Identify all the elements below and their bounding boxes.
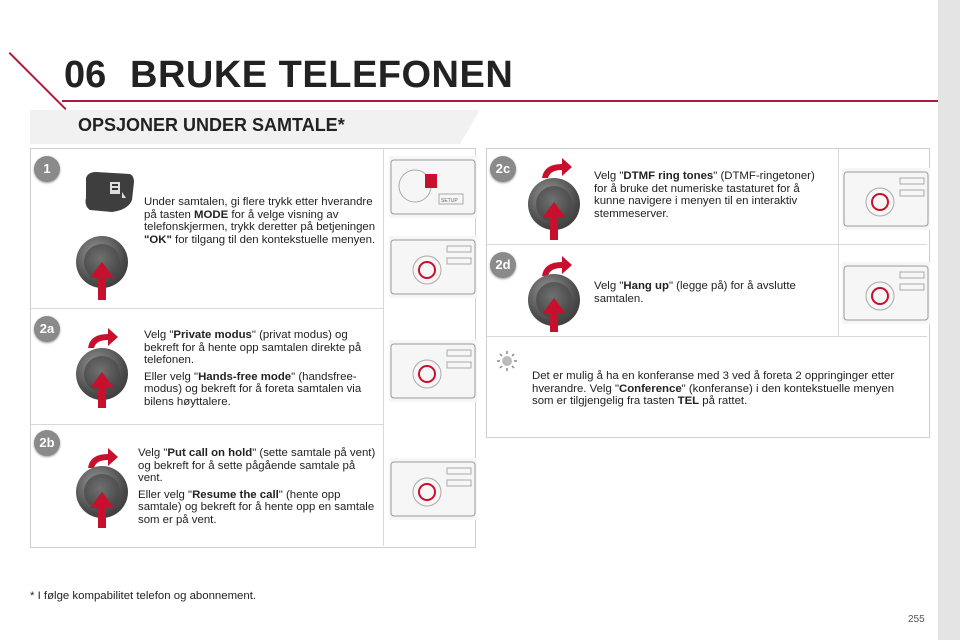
step-2a-text: Velg "Private modus" (privat modus) og b… xyxy=(144,329,362,408)
dashboard-knob-panel-image xyxy=(389,458,477,520)
conference-tip-text: Det er mulig å ha en konferanse med 3 ve… xyxy=(532,370,895,408)
subtitle-bar xyxy=(30,110,480,144)
dashboard-knob-panel-image xyxy=(389,236,477,298)
row-divider xyxy=(31,424,383,425)
step-badge-1: 1 xyxy=(34,156,60,182)
dashboard-knob-panel-image xyxy=(842,262,930,324)
step-2c-text: Velg "DTMF ring tones" (DTMF-ringetoner)… xyxy=(594,170,815,220)
page-number: 255 xyxy=(908,614,925,625)
step-2b-text: Velg "Put call on hold" (sette samtale p… xyxy=(138,447,376,526)
step-badge-2d: 2d xyxy=(490,252,516,278)
chapter-number: 06 xyxy=(64,54,107,96)
press-arrow-icon xyxy=(542,298,566,332)
rotate-arrow-icon xyxy=(542,256,572,276)
step-badge-2a: 2a xyxy=(34,316,60,342)
left-panel-divider xyxy=(383,148,384,546)
row-divider xyxy=(31,308,383,309)
press-arrow-icon xyxy=(90,492,114,528)
rotate-arrow-icon xyxy=(542,158,572,178)
row-divider xyxy=(487,336,927,337)
step-2d-text: Velg "Hang up" (legge på) for å avslutte… xyxy=(594,280,796,305)
press-arrow-icon xyxy=(542,202,566,240)
dash-setup-label: SETUP xyxy=(441,198,458,204)
step-badge-2c: 2c xyxy=(490,156,516,182)
step-badge-2b: 2b xyxy=(34,430,60,456)
step-1-text: Under samtalen, gi flere trykk etter hve… xyxy=(144,196,376,246)
dashboard-knob-panel-image xyxy=(842,168,930,230)
section-subtitle: OPSJONER UNDER SAMTALE* xyxy=(78,115,345,135)
steering-mode-button-icon xyxy=(85,172,134,212)
footnote: * I følge kompabilitet telefon og abonne… xyxy=(30,590,257,602)
tip-lightbulb-icon xyxy=(497,351,517,371)
header-corner-rule xyxy=(8,52,67,110)
row-divider xyxy=(487,244,927,245)
rotate-arrow-icon xyxy=(88,328,118,348)
dashboard-mode-panel-image: SETUP xyxy=(389,156,477,218)
page-title: BRUKE TELEFONEN xyxy=(130,54,514,96)
right-panel-divider xyxy=(838,148,839,336)
dashboard-knob-panel-image xyxy=(389,340,477,402)
header-rule xyxy=(62,100,938,102)
rotate-arrow-icon xyxy=(88,448,118,468)
press-arrow-icon xyxy=(90,262,114,300)
ok-knob-icon xyxy=(528,178,580,230)
press-arrow-icon xyxy=(90,372,114,408)
page-side-strip xyxy=(938,0,960,640)
